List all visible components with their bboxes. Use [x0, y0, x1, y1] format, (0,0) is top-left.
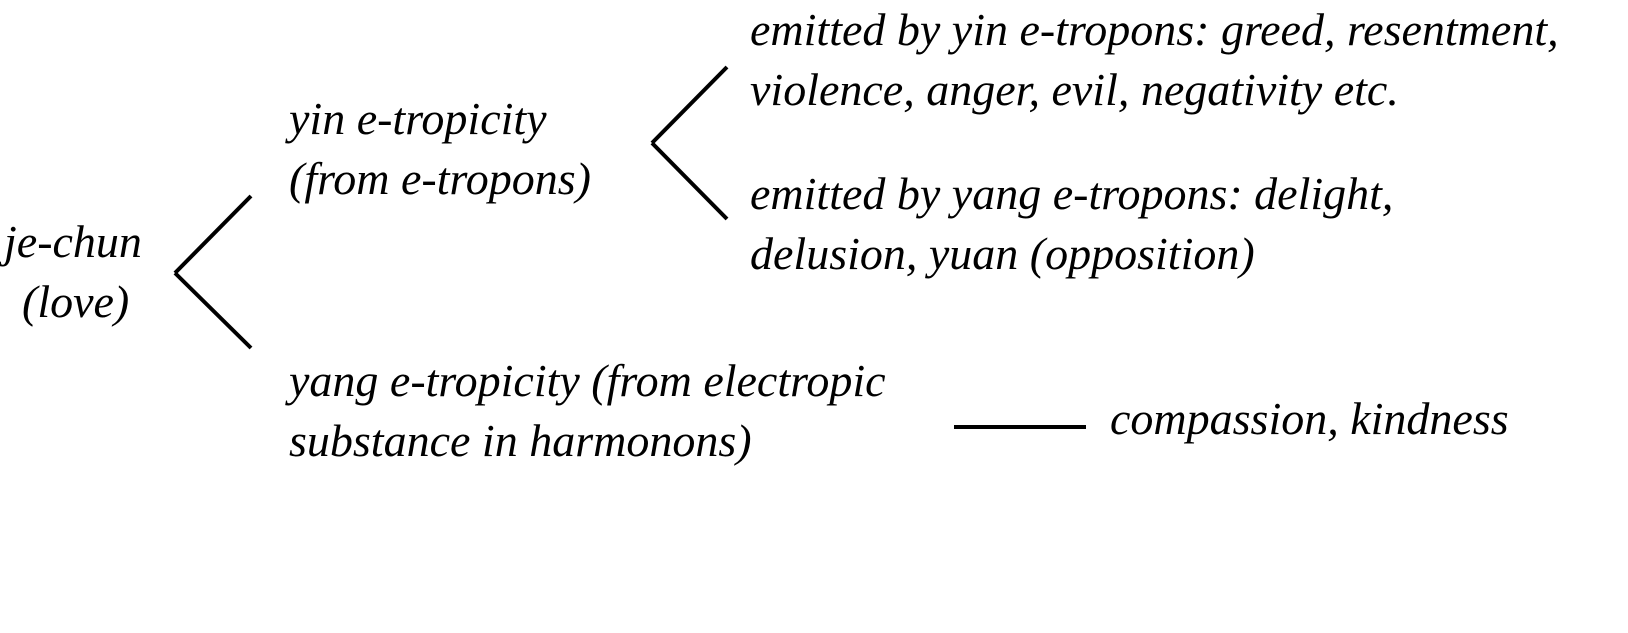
- leaf-compassion-line1: compassion, kindness: [1110, 393, 1509, 444]
- leaf-yang-e-tropons: emitted by yang e-tropons: delight, delu…: [750, 164, 1393, 284]
- leaf-yang-e-tropons-line1: emitted by yang e-tropons: delight,: [750, 168, 1394, 219]
- yin-sublabel: (from e-tropons): [289, 153, 591, 204]
- yin-label: yin e-tropicity: [289, 93, 547, 144]
- node-yang-e-tropicity: yang e-tropicity (from electropic substa…: [289, 351, 886, 471]
- leaf-yin-e-tropons-line2: violence, anger, evil, negativity etc.: [750, 64, 1399, 115]
- node-yin-e-tropicity: yin e-tropicity (from e-tropons): [289, 89, 591, 209]
- connector-root-to-yang: [173, 271, 253, 350]
- leaf-yin-e-tropons-line1: emitted by yin e-tropons: greed, resentm…: [750, 4, 1559, 55]
- connector-root-to-yin: [173, 194, 253, 275]
- leaf-compassion-kindness: compassion, kindness: [1110, 389, 1509, 449]
- connector-yin-to-yin-etropons: [650, 65, 729, 145]
- yang-label: yang e-tropicity (from electropic: [289, 355, 886, 406]
- leaf-yang-e-tropons-line2: delusion, yuan (opposition): [750, 228, 1255, 279]
- root-node-je-chun: je-chun (love): [4, 212, 142, 332]
- connector-yin-to-yang-etropons: [650, 141, 729, 221]
- leaf-yin-e-tropons: emitted by yin e-tropons: greed, resentm…: [750, 0, 1559, 120]
- root-label: je-chun: [4, 216, 142, 267]
- root-sublabel: (love): [22, 276, 130, 327]
- yang-sublabel: substance in harmonons): [289, 415, 752, 466]
